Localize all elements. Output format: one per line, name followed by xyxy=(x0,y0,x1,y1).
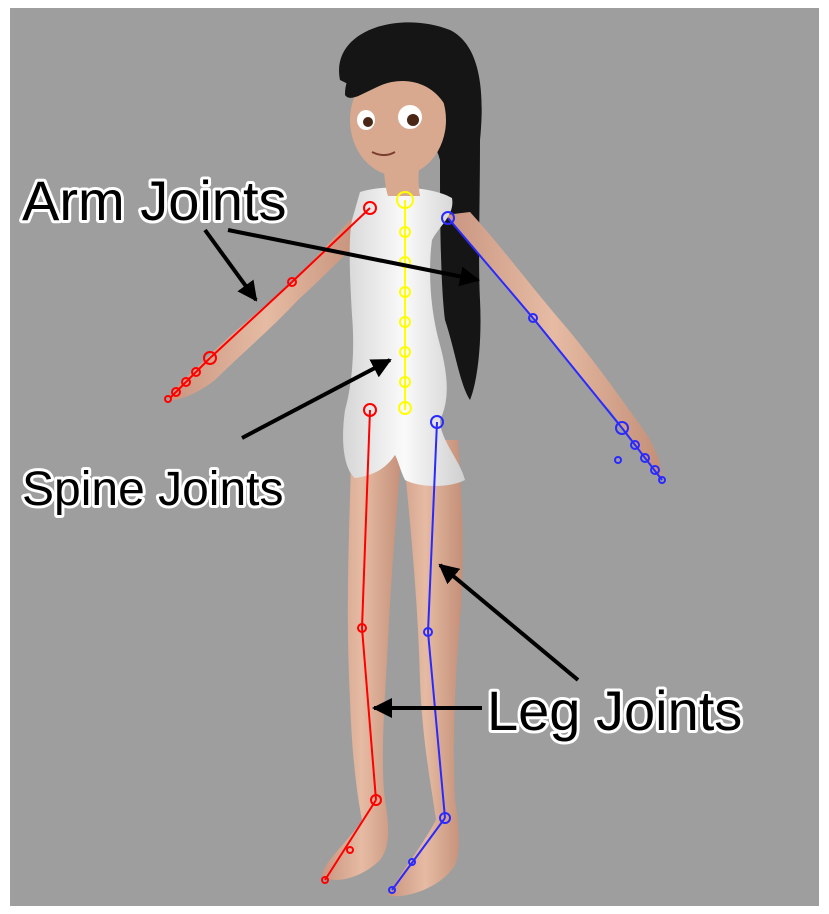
right-pupil xyxy=(407,114,419,126)
leg-joints-label: Leg Joints xyxy=(487,679,742,742)
spine-joints-label: Spine Joints xyxy=(22,463,284,516)
left-pupil xyxy=(363,117,373,127)
arm-joints-label: Arm Joints xyxy=(22,169,287,232)
